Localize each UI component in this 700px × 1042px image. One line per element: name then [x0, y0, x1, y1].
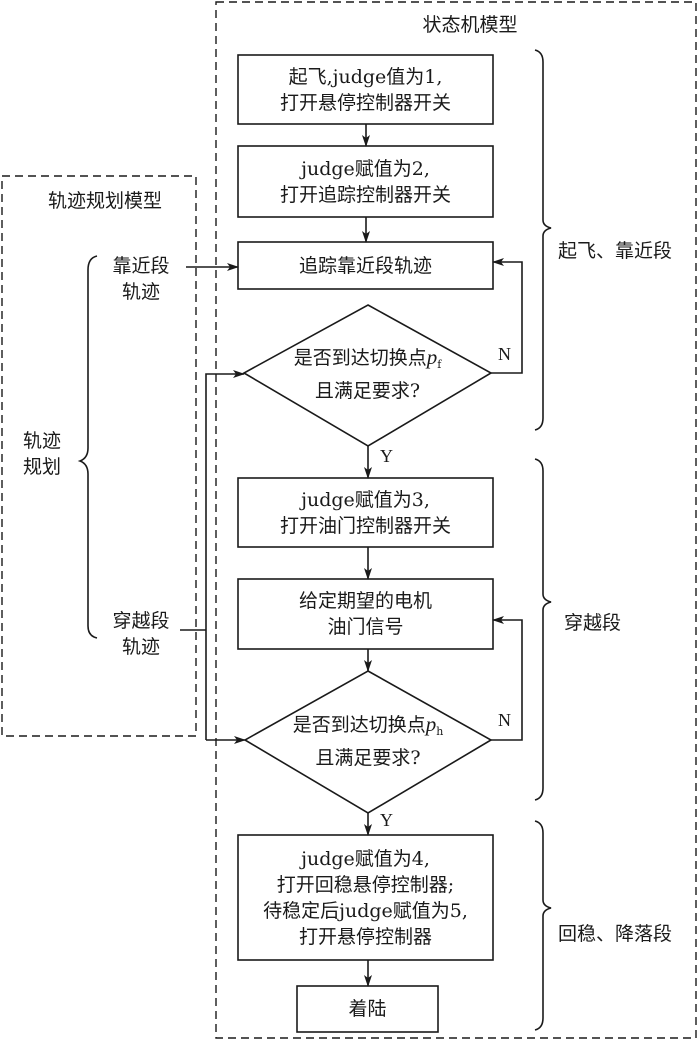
node-takeoff: 起飞,judge值为1, 打开悬停控制器开关 — [279, 65, 451, 114]
node-decision-ph: 是否到达切换点ph 且满足要求? — [292, 712, 444, 769]
state-machine-group-border — [215, 1, 697, 1039]
phase-label-crossing: 穿越段 — [564, 612, 622, 634]
phase-brace-takeoff-approach — [534, 49, 552, 431]
pf-no-label: N — [498, 344, 511, 364]
node-judge2: judge赋值为2, 打开追踪控制器开关 — [279, 157, 451, 206]
phase-label-takeoff-approach: 起飞、靠近段 — [558, 240, 673, 262]
state-machine-title: 状态机模型 — [422, 14, 518, 36]
edge-cross-traj-to-pf — [205, 370, 245, 740]
trajectory-group-border — [1, 175, 197, 737]
edge-ph-no-loop — [491, 616, 523, 741]
edge-pf-no-loop — [491, 258, 523, 374]
node-judge45: judge赋值为4, 打开回稳悬停控制器; 待稳定后judge赋值为5, 打开悬… — [263, 847, 468, 948]
ph-no-label: N — [498, 710, 511, 730]
ph-yes-label: Y — [380, 810, 393, 830]
crossing-trajectory-label: 穿越段 轨迹 — [112, 610, 170, 658]
node-decision-pf: 是否到达切换点pf 且满足要求? — [293, 345, 442, 402]
phase-label-stabilize-landing: 回稳、降落段 — [558, 923, 673, 945]
node-judge3: judge赋值为3, 打开油门控制器开关 — [279, 488, 451, 537]
node-track-approach: 追踪靠近段轨迹 — [298, 254, 432, 277]
approach-trajectory-label: 靠近段 轨迹 — [112, 255, 170, 303]
trajectory-brace — [77, 255, 98, 639]
node-landing: 着陆 — [348, 998, 387, 1020]
phase-brace-crossing — [534, 458, 552, 801]
phase-brace-stabilize-landing — [534, 820, 552, 1031]
trajectory-root-label: 轨迹 规划 — [22, 430, 61, 478]
pf-yes-label: Y — [380, 446, 393, 466]
node-throttle-signal: 给定期望的电机 油门信号 — [298, 590, 432, 638]
trajectory-model-title: 轨迹规划模型 — [47, 190, 162, 212]
